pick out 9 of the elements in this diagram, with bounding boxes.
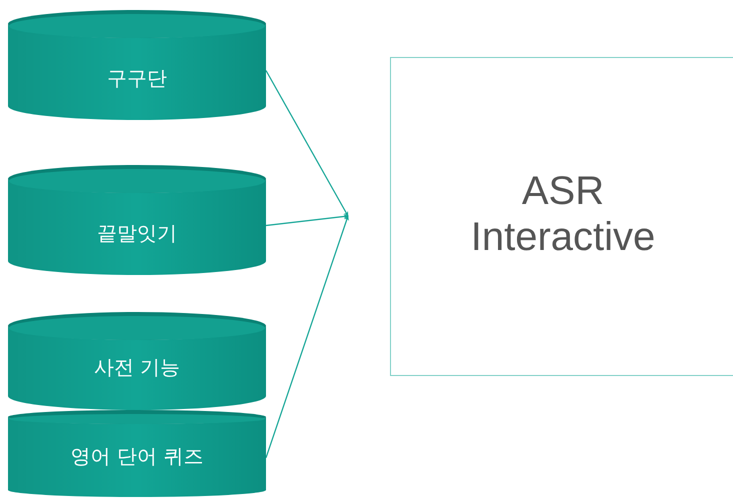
cylinder-label: 끝말잇기 xyxy=(96,220,178,247)
cylinder-label: 구구단 xyxy=(106,65,168,92)
arrow xyxy=(265,70,349,216)
cylinder-label: 사전 기능 xyxy=(92,354,182,381)
module-title: ASR Interactive xyxy=(470,168,656,260)
arrow xyxy=(266,214,348,226)
cylinder-label: 영어 단어 퀴즈 xyxy=(70,443,204,470)
arrow xyxy=(265,216,349,458)
module-box xyxy=(390,57,733,376)
